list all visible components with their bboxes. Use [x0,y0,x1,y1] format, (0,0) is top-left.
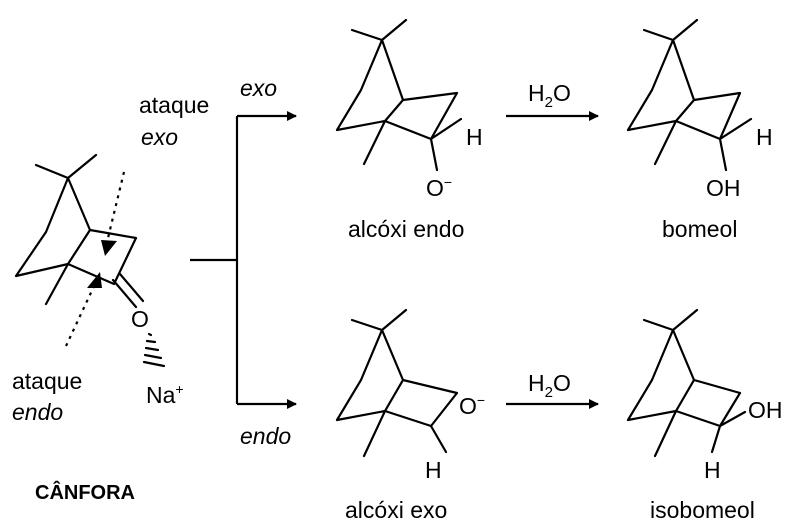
exo-pathway-label: exo [240,75,277,101]
isoborneol-bonds [626,308,747,458]
borneol-oh: OH [706,175,741,201]
borneol-structure: H OH bomeol [626,18,773,242]
attack-endo-label-line2: endo [12,399,63,425]
endo-alkoxide-structure: H O− alcóxi endo [335,18,483,242]
borneol-bonds [626,18,753,172]
exo-attack-arrow [106,171,126,239]
exo-attack-arrowhead [101,240,117,256]
camphor-bonds [14,153,138,306]
exo-alkoxide-name: alcóxi exo [345,497,447,523]
top-hydrolysis-step: H2O [506,80,599,121]
attack-exo-label-line2: exo [141,124,178,150]
exo-alkoxide-h: H [425,457,442,483]
isoborneol-h: H [704,457,721,483]
endo-alkoxide-bonds [335,18,463,172]
endo-attack-arrowhead [87,272,102,288]
endo-attack-arrow [65,283,96,347]
camphor-structure: ataque exo O Na+ ataque endo CÂNFORA [12,92,209,504]
top-reagent-water: H2O [528,80,571,111]
endo-alkoxide-oxygen: O− [426,174,452,201]
branch-arrows: exo endo [190,75,297,449]
exo-alkoxide-structure: O− H alcóxi exo [335,308,485,523]
bottom-hydrolysis-step: H2O [506,370,599,409]
camphor-oxygen: O [131,306,149,332]
attack-endo-label-line1: ataque [12,368,82,394]
isoborneol-name: isobomeol [650,497,755,523]
camphor-name: CÂNFORA [35,480,135,504]
sodium-label: Na+ [146,381,184,408]
isoborneol-oh: OH [748,397,783,423]
endo-alkoxide-h: H [466,124,483,150]
endo-pathway-label: endo [240,423,291,449]
exo-alkoxide-bonds [335,308,459,458]
borneol-name: bomeol [662,216,737,242]
carbonyl-double-bond [111,272,145,309]
o-na-hashed-bond [142,332,166,368]
attack-exo-label-line1: ataque [139,92,209,118]
bottom-reagent-water: H2O [528,370,571,401]
borneol-h: H [756,124,773,150]
endo-alkoxide-name: alcóxi endo [348,216,464,242]
exo-alkoxide-oxygen: O− [459,392,485,419]
isoborneol-structure: OH H isobomeol [626,308,783,523]
